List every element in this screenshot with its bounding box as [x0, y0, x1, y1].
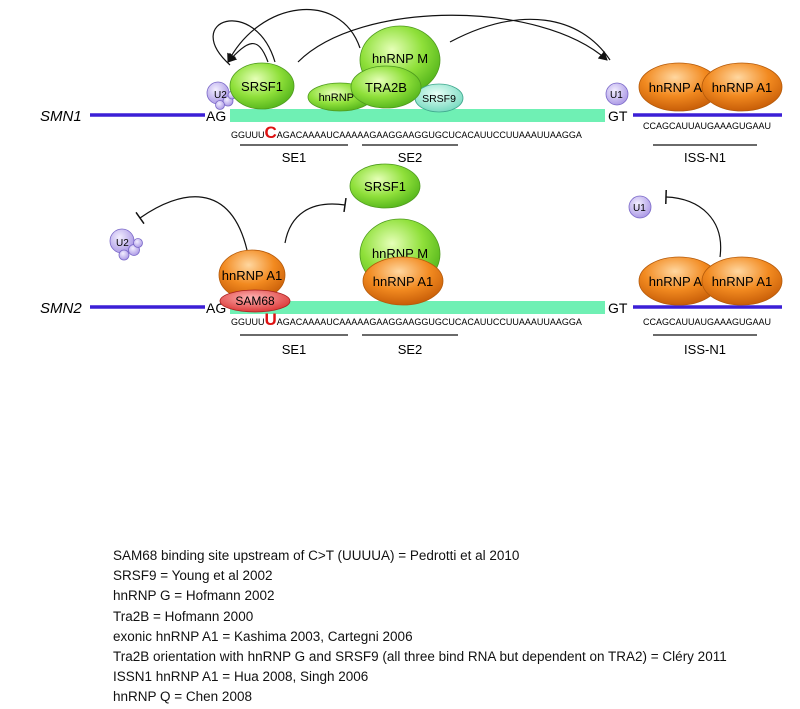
reference-item: Tra2B orientation with hnRNP G and SRSF9…	[113, 649, 727, 665]
svg-text:SRSF1: SRSF1	[241, 79, 283, 94]
reference-item: ISSN1 hnRNP A1 = Hua 2008, Singh 2006	[113, 669, 369, 685]
exon-sequence: GGUUUUAGACAAAAUCAAAAAGAAGGAAGGUGCUCACAUU…	[231, 310, 582, 329]
svg-text:SRSF1: SRSF1	[364, 179, 406, 194]
hnrnp-a1-exonic-se2	[362, 256, 444, 306]
gene-label-smn1: SMN1	[40, 108, 82, 125]
hnrnp-a1-iss-top-2	[701, 62, 783, 112]
inhibition-arrow-srsf1	[284, 197, 347, 244]
u1-snrnp: U1	[605, 82, 629, 106]
sam68	[219, 289, 291, 313]
u2-snrnp-free: U2	[109, 228, 143, 261]
reference-item: hnRNP Q = Chen 2008	[113, 689, 252, 705]
svg-text:U2: U2	[116, 238, 129, 249]
svg-text:hnRNP A1: hnRNP A1	[373, 274, 433, 289]
u-nucleotide: U	[265, 310, 277, 329]
svg-text:SRSF9: SRSF9	[422, 93, 456, 105]
exon-7-bar	[230, 109, 605, 122]
tra2b	[350, 65, 422, 109]
u2-snrnp: U2	[206, 81, 237, 110]
region-se2: SE2	[398, 342, 423, 357]
activation-arrow-4	[297, 14, 608, 63]
reference-list: SAM68 binding site upstream of C>T (UUUU…	[113, 546, 727, 708]
svg-text:U2: U2	[214, 90, 227, 101]
intron-sequence: CCAGCAUUAUGAAAGUGAAU	[643, 121, 771, 131]
srsf1-top	[229, 62, 295, 110]
inhibition-arrow-u2	[135, 196, 248, 251]
svg-text:hnRNP A1: hnRNP A1	[712, 274, 772, 289]
region-se1: SE1	[282, 342, 307, 357]
activation-arrow-3	[227, 9, 361, 63]
svg-text:SAM68: SAM68	[235, 294, 275, 308]
inhibition-arrow-u1	[665, 189, 722, 258]
u1-snrnp-free: U1	[628, 195, 652, 219]
reference-item: exonic hnRNP A1 = Kashima 2003, Cartegni…	[113, 628, 413, 644]
splice-donor-gt: GT	[608, 108, 628, 124]
svg-text:hnRNP A1: hnRNP A1	[222, 268, 282, 283]
hnrnp-a1-iss-bottom-2	[701, 256, 783, 306]
splice-donor-gt: GT	[608, 300, 628, 316]
reference-item: Tra2B = Hofmann 2000	[113, 608, 254, 624]
splice-acceptor-ag: AG	[206, 108, 226, 124]
reference-item: SAM68 binding site upstream of C>T (UUUU…	[113, 548, 520, 563]
smn1-panel: SMN1 AG GT GGUUUCAGACAAAAUCAAAAAGAAGGAAG…	[40, 9, 783, 165]
gene-label-smn2: SMN2	[40, 300, 82, 317]
svg-text:hnRNP A1: hnRNP A1	[712, 80, 772, 95]
reference-item: SRSF9 = Young et al 2002	[113, 568, 273, 584]
region-se1: SE1	[282, 150, 307, 165]
reference-item: hnRNP G = Hofmann 2002	[113, 588, 275, 604]
region-se2: SE2	[398, 150, 423, 165]
activation-arrow-2	[212, 20, 276, 66]
svg-text:hnRNP M: hnRNP M	[372, 51, 428, 66]
srsf1-free	[349, 163, 421, 209]
svg-text:TRA2B: TRA2B	[365, 80, 407, 95]
activation-arrow-5	[449, 18, 611, 61]
c-nucleotide: C	[265, 123, 277, 142]
svg-text:U1: U1	[633, 203, 646, 214]
svg-text:hnRNP M: hnRNP M	[372, 246, 428, 261]
intron-sequence: CCAGCAUUAUGAAAGUGAAU	[643, 317, 771, 327]
svg-text:U1: U1	[610, 90, 623, 101]
smn2-panel: SMN2 AG GT GGUUUUAGACAAAAUCAAAAAGAAGGAAG…	[40, 163, 783, 357]
smn-splicing-diagram: SMN1 AG GT GGUUUCAGACAAAAUCAAAAAGAAGGAAG…	[40, 9, 783, 357]
region-iss-n1: ISS-N1	[684, 150, 726, 165]
exon-sequence: GGUUUCAGACAAAAUCAAAAAGAAGGAAGGUGCUCACAUU…	[231, 123, 582, 142]
region-iss-n1: ISS-N1	[684, 342, 726, 357]
exon-7-bar	[230, 301, 605, 314]
svg-text:hnRNP A1: hnRNP A1	[649, 274, 709, 289]
svg-text:hnRNP A1: hnRNP A1	[649, 80, 709, 95]
